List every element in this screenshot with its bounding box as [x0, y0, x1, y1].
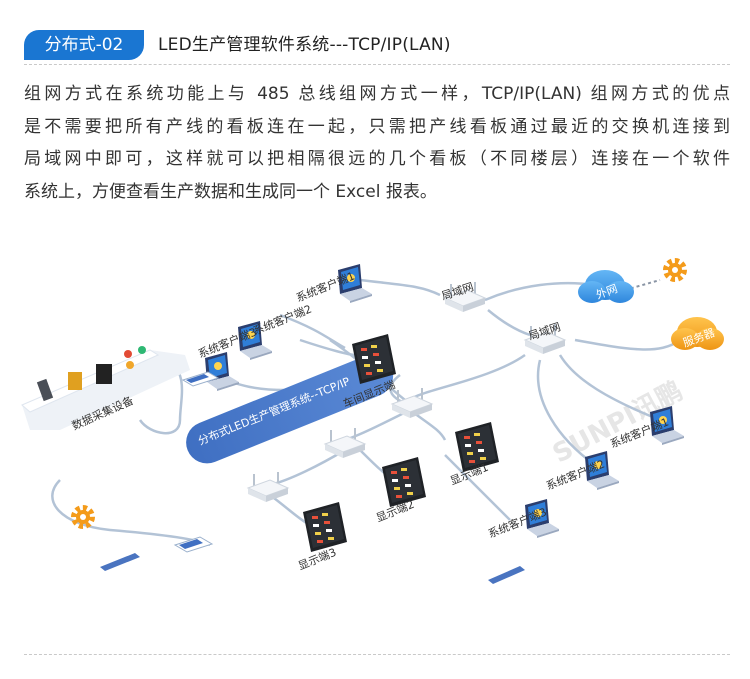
switch-icon — [247, 471, 289, 503]
network-diagram: SUNPI讯鹏 数据采集设备 分布式 — [21, 240, 724, 584]
keyboard-icon — [173, 536, 214, 553]
description-line-4: 系统上，方便查看生产数据和生成同一个 Excel 报表。 — [24, 181, 437, 202]
connection-lines — [51, 278, 681, 547]
section-title: LED生产管理软件系统---TCP/IP(LAN) — [158, 35, 451, 55]
software-platform — [186, 354, 394, 464]
gear-icon — [666, 261, 684, 279]
client-left-2-label: 系统客户端2 — [251, 302, 314, 338]
keyboard-icon — [181, 371, 220, 387]
description-line-3: 局域网中即可，这样就可以把相隔很远的几个看板（不同楼层）连接在一个软件 — [24, 149, 730, 169]
switch-icon — [324, 427, 366, 459]
laptop-icon — [205, 352, 239, 391]
server-icon — [671, 317, 724, 350]
gear-icon — [74, 508, 92, 526]
header-divider — [24, 64, 730, 65]
scanner-bar-icon — [100, 553, 140, 571]
section-badge: 分布式-02 — [24, 30, 144, 60]
description-line-1: 组网方式在系统功能上与 485 总线组网方式一样，TCP/IP(LAN) 组网方… — [24, 84, 730, 104]
scanner-bar-icon — [488, 566, 525, 584]
description-line-2: 是不需要把所有产线的看板连在一起，只需把产线看板通过最近的交换机连接到 — [24, 116, 730, 137]
description-paragraph: 组网方式在系统功能上与 485 总线组网方式一样，TCP/IP(LAN) 组网方… — [24, 78, 730, 208]
bottom-divider — [24, 654, 730, 655]
cloud-icon — [578, 270, 634, 303]
section-header: 分布式-02 LED生产管理软件系统---TCP/IP(LAN) — [0, 30, 750, 65]
data-collection-area — [21, 346, 190, 430]
led-board-icon — [303, 502, 347, 552]
led-board-icon — [382, 457, 426, 507]
